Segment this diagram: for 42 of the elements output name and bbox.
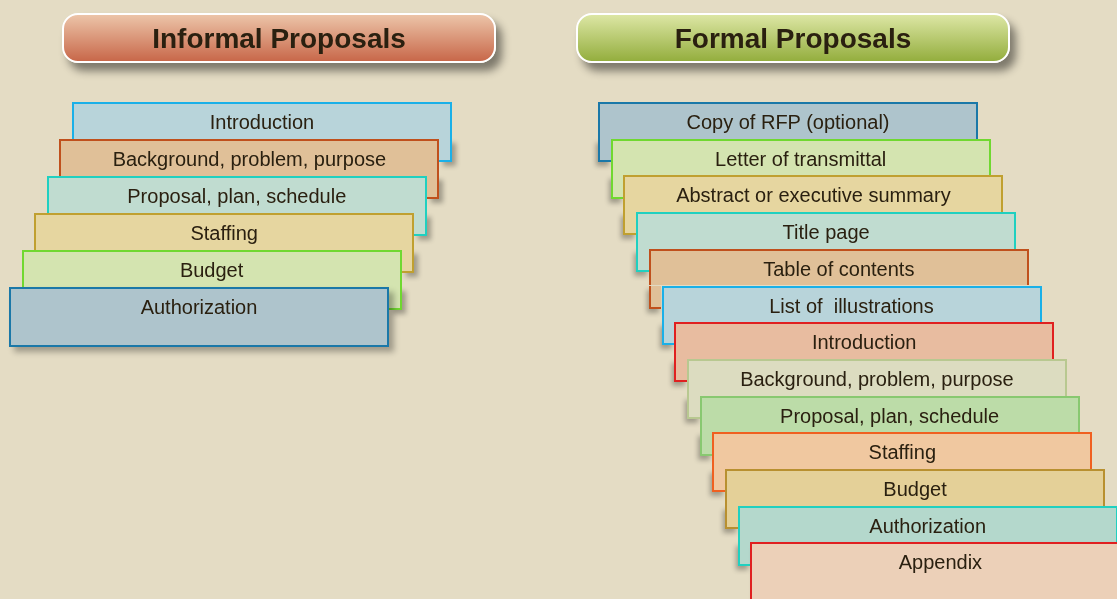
section-card [674, 322, 1055, 359]
section-label: Staffing [868, 440, 937, 466]
section-label: Budget [179, 258, 244, 283]
section-card [46, 176, 427, 213]
section-label: Budget [883, 477, 947, 502]
section-label: Introduction [811, 330, 917, 356]
section-card [686, 358, 1067, 396]
section-card [725, 469, 1105, 506]
title-banner [576, 13, 1010, 63]
section-card [59, 139, 440, 176]
section-card [610, 138, 991, 176]
title-banner [62, 13, 496, 63]
section-card [636, 212, 1017, 249]
section-card [9, 287, 389, 347]
section-label: Copy of RFP (optional) [686, 110, 890, 135]
section-label: Authorization [869, 513, 987, 539]
section-label: Proposal, plan, schedule [780, 403, 1000, 429]
section-label: Appendix [898, 550, 983, 576]
section-card [34, 213, 415, 250]
section-label: Background, problem, purpose [112, 147, 387, 172]
section-label: Table of contents [763, 256, 915, 282]
section-label: Proposal, plan, schedule [127, 184, 347, 209]
section-card [598, 102, 978, 139]
section-card [699, 395, 1080, 433]
section-card [21, 250, 402, 287]
section-card [623, 175, 1004, 213]
section-card [648, 248, 1029, 286]
section-label: Background, problem, purpose [740, 366, 1014, 392]
section-label: Staffing [190, 221, 258, 246]
section-card [737, 505, 1117, 543]
heading: Informal Proposals [152, 21, 406, 56]
section-label: Abstract or executive summary [676, 183, 951, 209]
section-card [750, 542, 1117, 599]
section-label: List of illustrations [769, 293, 934, 319]
section-card [661, 285, 1042, 323]
section-label: Title page [782, 220, 870, 246]
section-card [72, 102, 452, 139]
section-label: Introduction [209, 110, 315, 135]
section-label: Authorization [140, 295, 258, 320]
section-card [712, 432, 1093, 469]
heading: Formal Proposals [674, 21, 912, 56]
section-label: Letter of transmittal [715, 146, 887, 172]
